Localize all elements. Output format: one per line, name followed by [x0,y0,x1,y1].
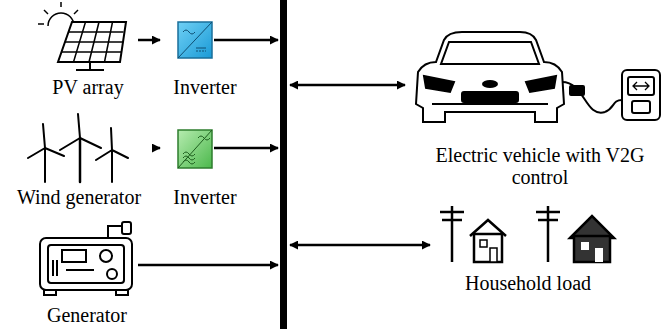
component-node: Household load [436,198,620,294]
component-label: Household load [465,272,591,294]
component-label: PV array [52,76,123,98]
component-label: Inverter [173,186,236,208]
component-node: Inverter [160,14,250,98]
component-label: Generator [47,304,127,326]
bus-arrows [138,40,430,265]
component-node: Inverter [160,124,250,208]
component-node: Electric vehicle with V2G control [409,26,670,188]
bus-bar [280,0,287,329]
inverter-icon [178,22,212,58]
wind-turbine-icon [28,114,128,182]
component-label: Electric vehicle with V2G control [409,144,670,188]
component-node: Wind generator [3,112,155,208]
component-node: PV array [38,2,138,98]
pv-array-icon [38,2,126,70]
component-label: Inverter [173,76,236,98]
inverter-icon [178,130,212,168]
component-node: Generator [34,216,140,326]
flow-arrow [138,39,160,42]
household-icon [440,206,614,262]
flow-arrow [155,147,160,150]
electric-vehicle-icon [416,32,660,122]
generator-icon [40,222,132,295]
component-label: Wind generator [17,186,141,208]
